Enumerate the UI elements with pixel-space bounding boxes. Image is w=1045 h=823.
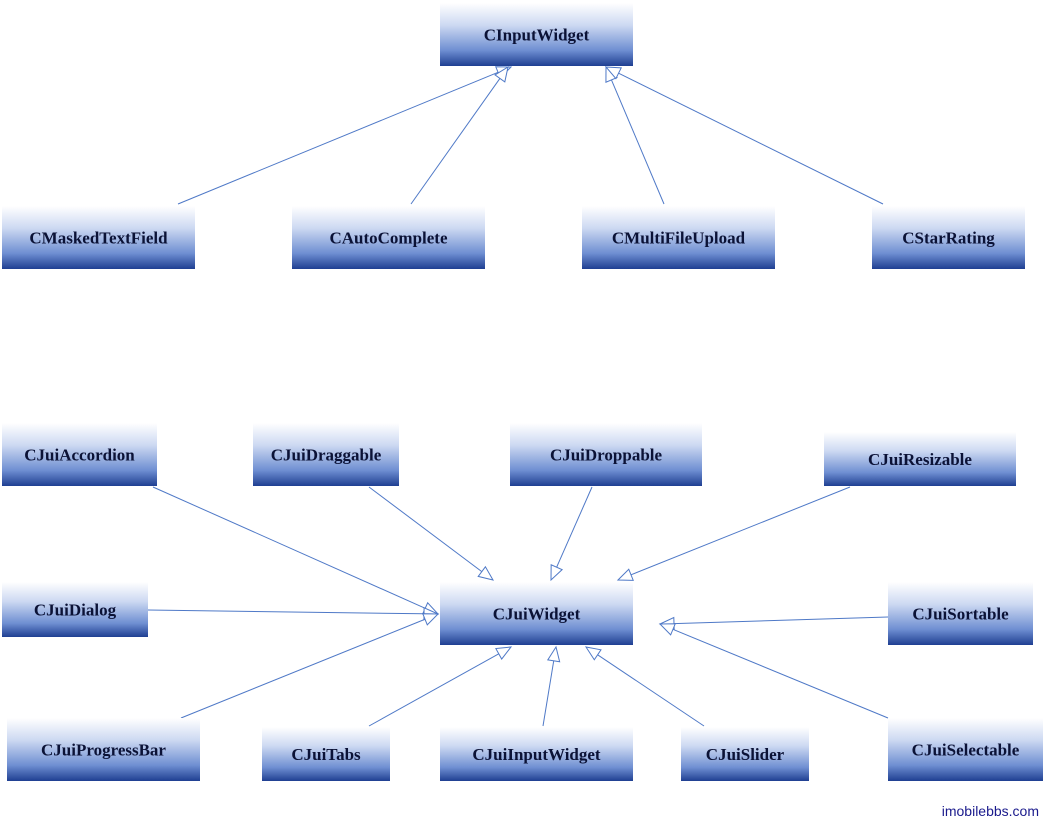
class-box-cstarrating: CStarRating <box>872 206 1025 269</box>
class-name-label: CMultiFileUpload <box>612 229 746 248</box>
class-box-cjuiselectable: CJuiSelectable <box>888 718 1043 781</box>
class-box-background <box>440 727 633 781</box>
class-box-background <box>262 727 390 781</box>
edge-cautocomplete-to-cinputwidget <box>410 65 509 205</box>
inheritance-line <box>368 653 500 727</box>
class-name-label: CInputWidget <box>484 26 590 45</box>
inheritance-line <box>368 486 483 572</box>
edge-cjuiprogressbar-to-cjuiwidget <box>180 613 440 719</box>
inheritance-edges <box>147 65 889 727</box>
inheritance-line <box>177 71 499 205</box>
class-name-label: CJuiWidget <box>493 605 581 624</box>
class-box-cjuiwidget: CJuiWidget <box>440 582 633 645</box>
class-box-background <box>888 718 1043 781</box>
inheritance-line <box>597 654 705 727</box>
class-name-label: CJuiSlider <box>706 745 785 764</box>
inheritance-line <box>618 72 884 205</box>
arrowhead-icon <box>477 565 495 581</box>
class-name-label: CJuiTabs <box>291 745 361 764</box>
inheritance-line <box>542 660 555 727</box>
class-box-background <box>7 718 200 781</box>
class-name-label: CJuiProgressBar <box>41 741 166 760</box>
edge-cjuidraggable-to-cjuiwidget <box>368 486 495 581</box>
class-box-cjuiaccordion: CJuiAccordion <box>2 423 157 486</box>
edge-cjuislider-to-cjuiwidget <box>584 646 705 727</box>
arrowhead-icon <box>584 646 602 661</box>
arrowhead-icon <box>604 66 622 80</box>
arrowhead-icon <box>422 613 440 626</box>
class-box-background <box>2 582 148 637</box>
class-box-background <box>872 206 1025 269</box>
inheritance-line <box>672 628 889 719</box>
class-box-background <box>2 423 157 486</box>
edge-cjuiselectable-to-cjuiwidget <box>658 623 889 719</box>
class-name-label: CJuiSortable <box>912 605 1009 624</box>
class-box-cjuidialog: CJuiDialog <box>2 582 148 637</box>
class-box-cmaskedtextfield: CMaskedTextField <box>2 206 195 269</box>
edge-cjuisortable-to-cjuiwidget <box>658 616 889 631</box>
edge-cmultifileupload-to-cinputwidget <box>605 65 665 205</box>
edge-cjuiresizable-to-cjuiwidget <box>616 486 851 581</box>
class-name-label: CJuiAccordion <box>24 446 135 465</box>
class-box-background <box>510 423 702 486</box>
arrowhead-icon <box>494 65 509 83</box>
class-name-label: CJuiDroppable <box>550 446 663 465</box>
arrowhead-icon <box>546 645 561 663</box>
arrowhead-icon <box>616 568 634 581</box>
class-box-background <box>253 423 399 486</box>
class-box-cjuisortable: CJuiSortable <box>888 582 1033 645</box>
class-box-cjuislider: CJuiSlider <box>681 727 809 781</box>
class-box-background <box>2 206 195 269</box>
arrowhead-icon <box>658 623 676 636</box>
class-box-cjuidroppable: CJuiDroppable <box>510 423 702 486</box>
inheritance-line <box>152 486 426 609</box>
class-box-background <box>440 3 633 66</box>
class-box-cjuidraggable: CJuiDraggable <box>253 423 399 486</box>
edge-cjuiinputwidget-to-cjuiwidget <box>542 645 561 727</box>
class-box-background <box>582 206 775 269</box>
class-box-cautocomplete: CAutoComplete <box>292 206 485 269</box>
inheritance-line <box>610 79 665 205</box>
edge-cjuidialog-to-cjuiwidget <box>147 607 440 621</box>
inheritance-line <box>556 486 593 568</box>
class-box-cjuiresizable: CJuiResizable <box>824 432 1016 486</box>
class-name-label: CJuiSelectable <box>912 741 1020 760</box>
class-box-cjuiprogressbar: CJuiProgressBar <box>7 718 200 781</box>
watermark-text: imobilebbs.com <box>941 803 1039 819</box>
class-name-label: CJuiDraggable <box>271 446 382 465</box>
class-box-background <box>824 432 1016 486</box>
class-box-cmultifileupload: CMultiFileUpload <box>582 206 775 269</box>
edge-cmaskedtextfield-to-cinputwidget <box>177 66 513 205</box>
arrowhead-icon <box>495 646 513 660</box>
class-name-label: CMaskedTextField <box>29 229 168 248</box>
class-name-label: CStarRating <box>902 229 995 248</box>
class-box-background <box>292 206 485 269</box>
class-box-background <box>888 582 1033 645</box>
inheritance-line <box>410 78 501 205</box>
class-box-background <box>681 727 809 781</box>
inheritance-line <box>630 486 851 576</box>
class-box-cinputwidget: CInputWidget <box>440 3 633 66</box>
class-box-cjuiinputwidget: CJuiInputWidget <box>440 727 633 781</box>
edge-cstarrating-to-cinputwidget <box>604 66 884 205</box>
edge-cjuidroppable-to-cjuiwidget <box>550 486 593 582</box>
inheritance-line <box>673 616 889 625</box>
edge-cjuiaccordion-to-cjuiwidget <box>152 486 440 615</box>
class-name-label: CAutoComplete <box>329 229 447 248</box>
edge-cjuitabs-to-cjuiwidget <box>368 646 513 727</box>
inheritance-line <box>147 609 425 615</box>
class-name-label: CJuiInputWidget <box>472 745 601 764</box>
class-box-background <box>440 582 633 645</box>
class-name-label: CJuiResizable <box>868 450 972 469</box>
inheritance-line <box>180 618 426 719</box>
class-box-cjuitabs: CJuiTabs <box>262 727 390 781</box>
class-name-label: CJuiDialog <box>34 601 117 620</box>
arrowhead-icon <box>550 564 564 582</box>
